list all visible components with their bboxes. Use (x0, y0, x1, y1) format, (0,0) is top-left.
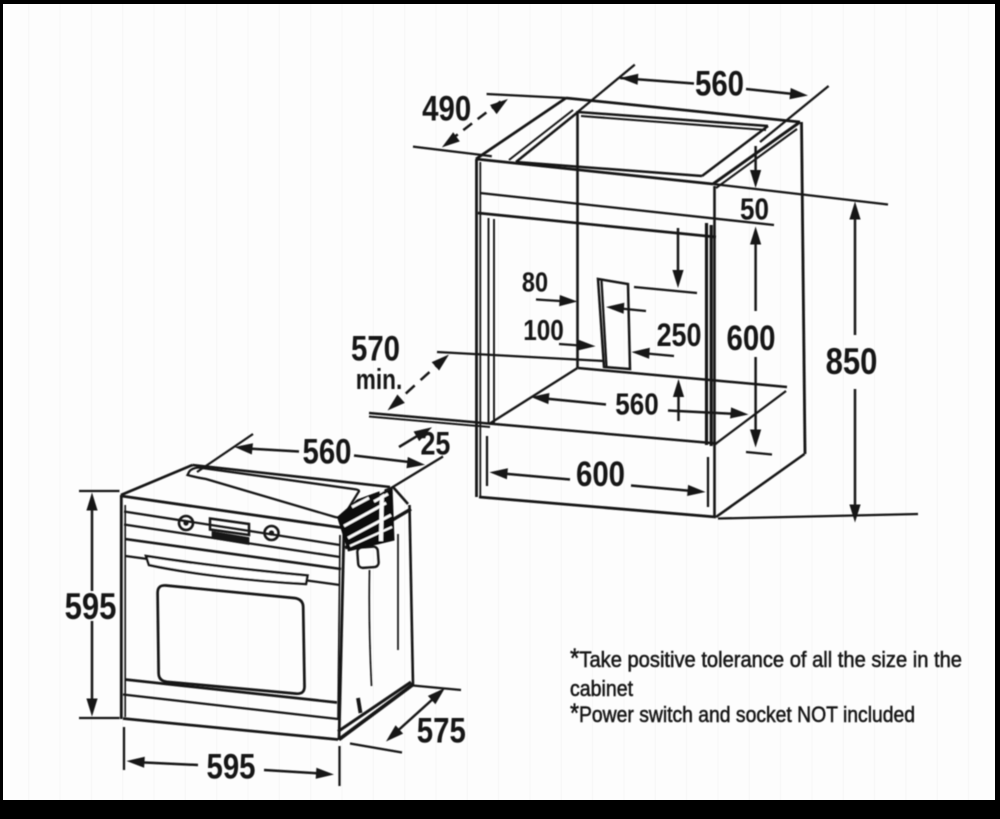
svg-text:600: 600 (576, 454, 625, 493)
svg-text:600: 600 (726, 318, 775, 357)
svg-text:min.: min. (356, 362, 402, 395)
svg-text:560: 560 (615, 387, 658, 422)
svg-text:850: 850 (826, 342, 878, 383)
svg-text:570: 570 (351, 329, 400, 368)
svg-text:560: 560 (302, 432, 351, 471)
svg-text:100: 100 (523, 314, 564, 346)
svg-text:250: 250 (657, 318, 702, 354)
svg-text:*Power switch and socket NOT i: *Power switch and socket NOT included (570, 698, 915, 728)
svg-text:*Take positive tolerance of al: *Take positive tolerance of all the size… (570, 643, 962, 673)
svg-text:50: 50 (740, 192, 769, 227)
svg-text:80: 80 (522, 268, 548, 298)
svg-text:cabinet: cabinet (570, 676, 634, 701)
svg-text:595: 595 (206, 747, 255, 786)
svg-text:490: 490 (422, 89, 471, 128)
svg-text:575: 575 (417, 711, 466, 750)
svg-text:560: 560 (695, 64, 744, 103)
svg-text:595: 595 (65, 587, 117, 628)
